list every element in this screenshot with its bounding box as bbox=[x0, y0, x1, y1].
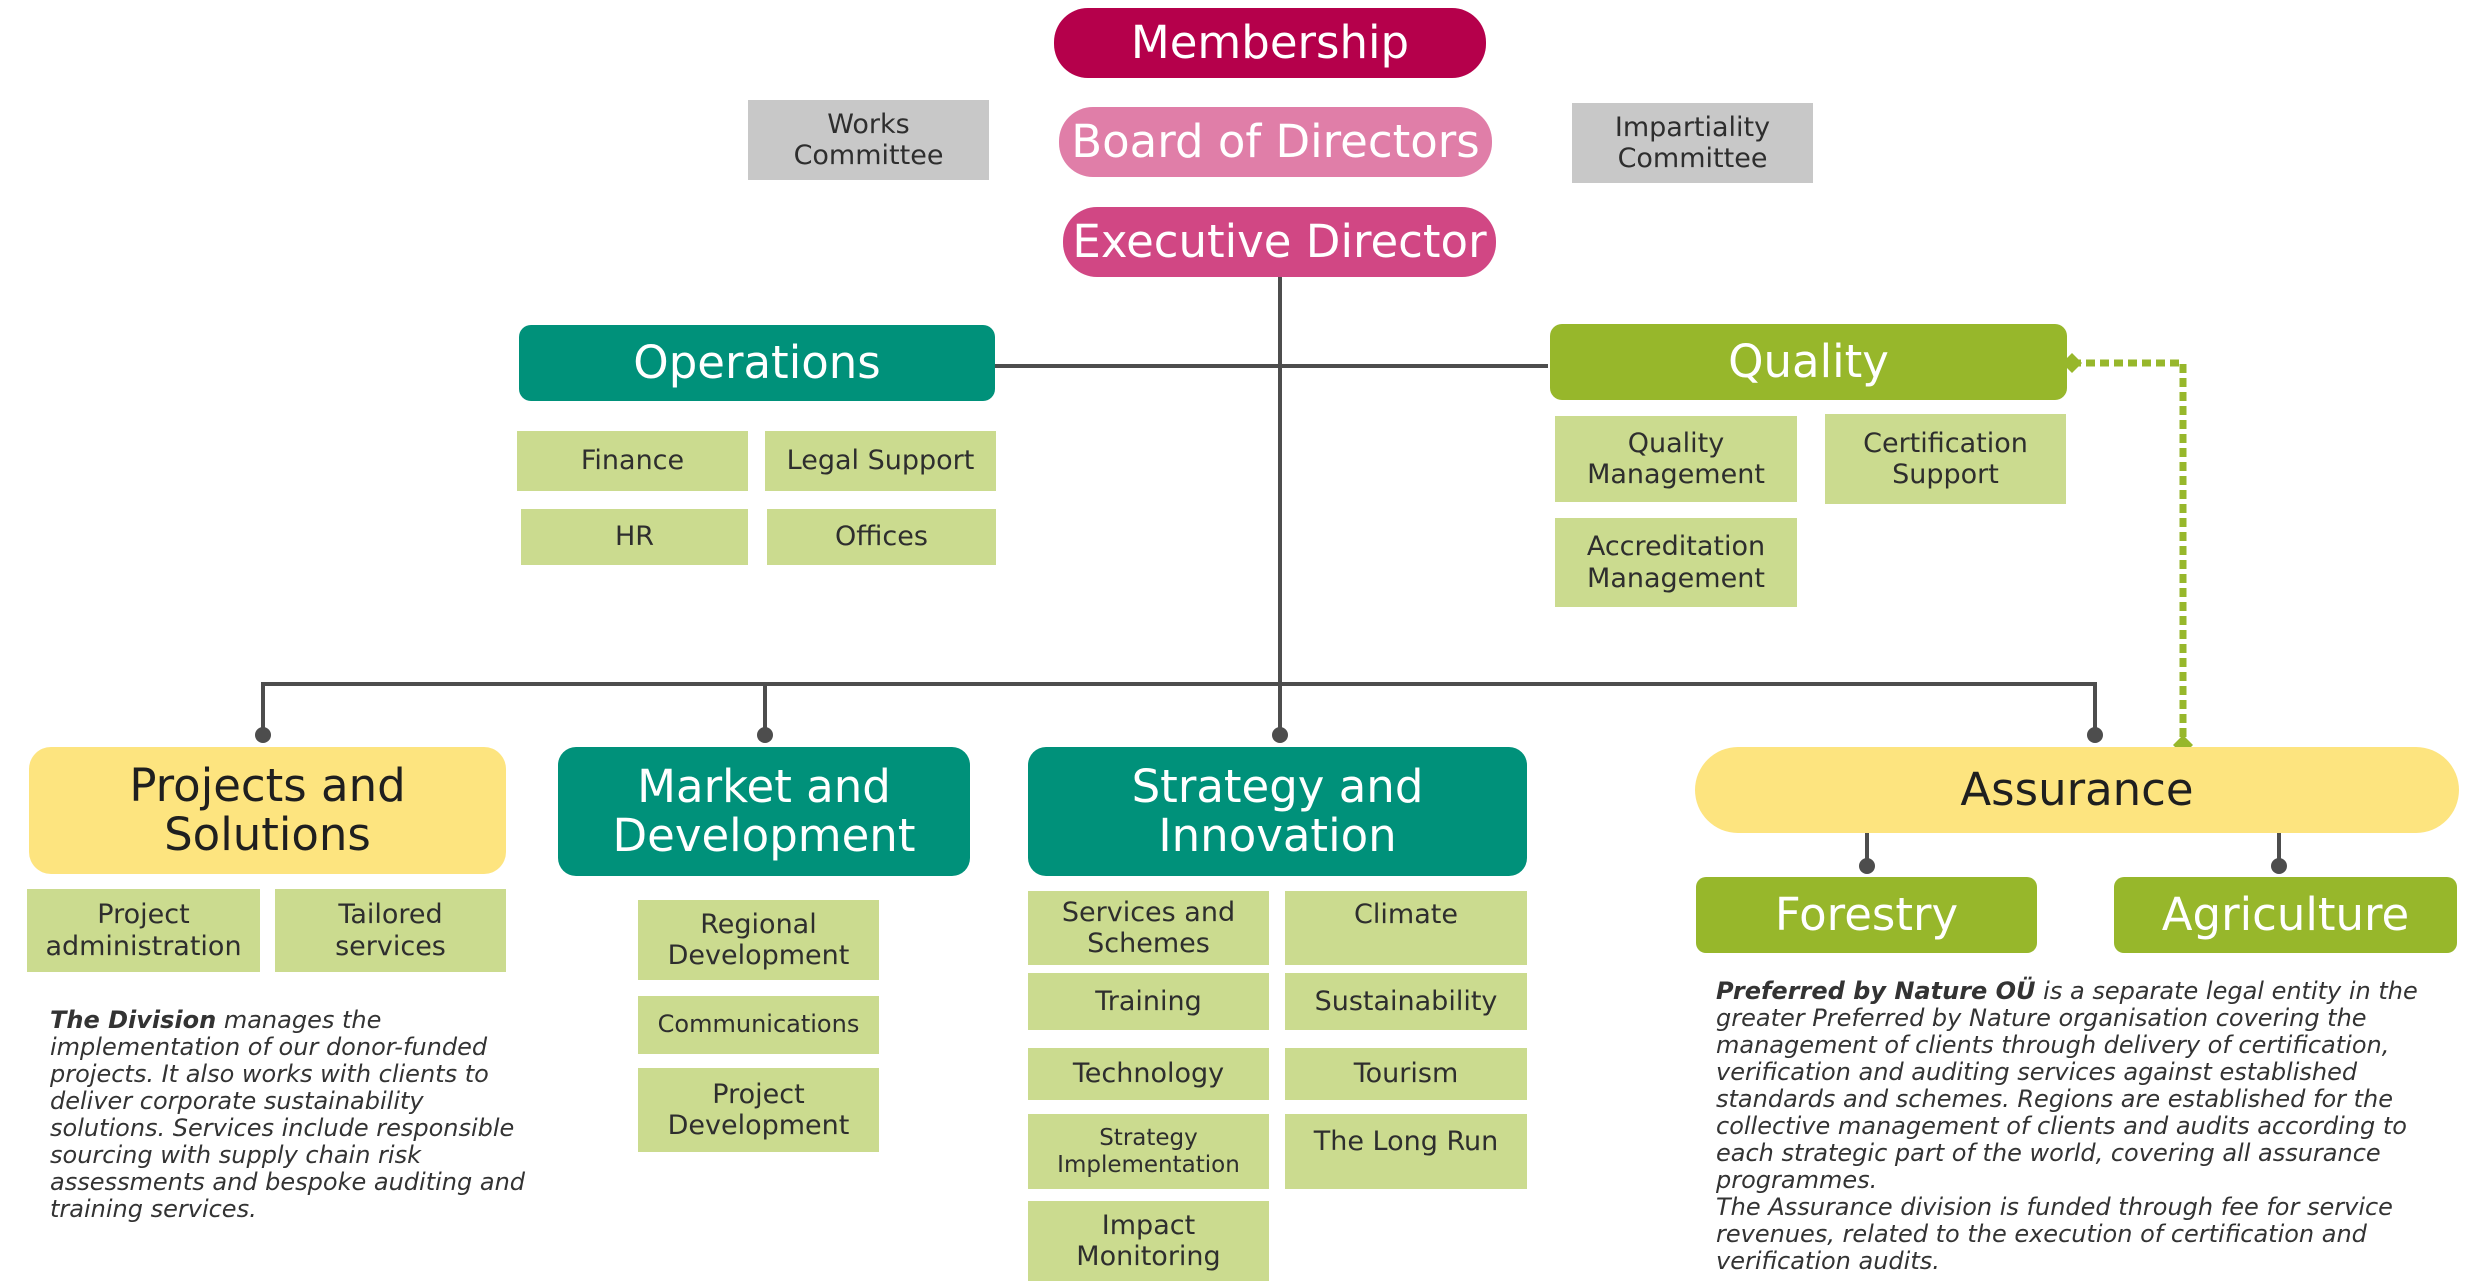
assurance-connector-dot bbox=[2087, 727, 2103, 743]
projects-and-solutions-box: Projects and Solutions bbox=[29, 747, 506, 874]
certification-support-box: Certification Support bbox=[1825, 414, 2066, 504]
legal-support-box: Legal Support bbox=[765, 431, 996, 491]
services-and-schemes-box: Services and Schemes bbox=[1028, 891, 1269, 965]
assurance-funding-note: The Assurance division is funded through… bbox=[1716, 1193, 2393, 1275]
divisions-bus-line bbox=[261, 682, 2097, 735]
projects-description-lead: The Division bbox=[50, 1006, 217, 1034]
impact-monitoring-box: Impact Monitoring bbox=[1028, 1201, 1269, 1281]
impartiality-committee-box: Impartiality Committee bbox=[1572, 103, 1813, 183]
works-committee-box: Works Committee bbox=[748, 100, 989, 180]
agriculture-box: Agriculture bbox=[2114, 877, 2457, 953]
regional-development-box: Regional Development bbox=[638, 900, 879, 980]
forestry-box: Forestry bbox=[1696, 877, 2037, 953]
sustainability-box: Sustainability bbox=[1285, 973, 1527, 1030]
project-administration-box: Project administration bbox=[27, 889, 260, 972]
technology-box: Technology bbox=[1028, 1048, 1269, 1100]
agriculture-connector-dot bbox=[2271, 858, 2287, 874]
hr-box: HR bbox=[521, 509, 748, 565]
tailored-services-box: Tailored services bbox=[275, 889, 506, 972]
membership-box: Membership bbox=[1054, 8, 1486, 78]
finance-box: Finance bbox=[517, 431, 748, 491]
market-and-development-box: Market and Development bbox=[558, 747, 970, 876]
market-connector-dot bbox=[757, 727, 773, 743]
board-of-directors-box: Board of Directors bbox=[1059, 107, 1492, 177]
projects-description-body: manages the implementation of our donor-… bbox=[50, 1006, 526, 1223]
offices-box: Offices bbox=[767, 509, 996, 565]
assurance-description: Preferred by Nature OÜ is a separate leg… bbox=[1716, 978, 2471, 1275]
operations-box: Operations bbox=[519, 325, 995, 401]
assurance-box: Assurance bbox=[1695, 747, 2459, 833]
quality-dotted-end-diamond bbox=[2062, 353, 2082, 373]
forestry-connector-dot bbox=[1859, 858, 1875, 874]
quality-assurance-dotted-line bbox=[2072, 359, 2187, 745]
communications-box: Communications bbox=[638, 996, 879, 1054]
tourism-box: Tourism bbox=[1285, 1048, 1527, 1100]
strategy-implementation-box: Strategy Implementation bbox=[1028, 1114, 1269, 1189]
strategy-connector-dot bbox=[1272, 727, 1288, 743]
quality-box: Quality bbox=[1550, 324, 2067, 400]
training-box: Training bbox=[1028, 973, 1269, 1030]
strategy-and-innovation-box: Strategy and Innovation bbox=[1028, 747, 1527, 876]
executive-director-box: Executive Director bbox=[1063, 207, 1496, 277]
project-development-box: Project Development bbox=[638, 1068, 879, 1152]
projects-description: The Division manages the implementation … bbox=[50, 1007, 540, 1223]
assurance-description-lead: Preferred by Nature OÜ bbox=[1716, 977, 2036, 1005]
assurance-description-body: is a separate legal entity in the greate… bbox=[1716, 977, 2418, 1194]
climate-box: Climate bbox=[1285, 891, 1527, 965]
accreditation-management-box: Accreditation Management bbox=[1555, 518, 1797, 607]
quality-management-box: Quality Management bbox=[1555, 416, 1797, 502]
the-long-run-box: The Long Run bbox=[1285, 1114, 1527, 1189]
projects-connector-dot bbox=[255, 727, 271, 743]
